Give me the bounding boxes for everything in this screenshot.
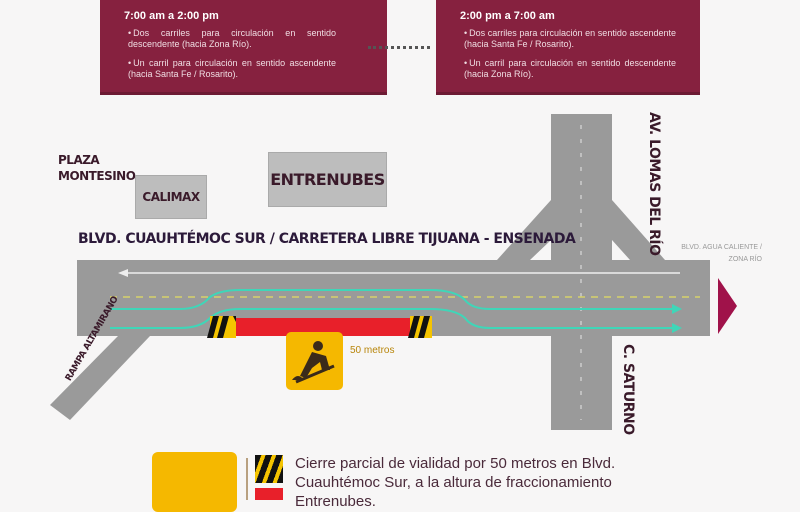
direction-arrow <box>718 278 737 334</box>
lane-arrow <box>110 308 675 329</box>
rampa-altamirano <box>50 336 150 420</box>
label-calimax: CALIMAX <box>135 175 207 219</box>
schedule-box-afternoon: 2:00 pm a 7:00 am Dos carriles para circ… <box>436 0 700 95</box>
dotted-connector <box>368 46 430 49</box>
legend-barrier-icon <box>255 455 283 483</box>
legend-divider <box>246 458 248 500</box>
road-map <box>50 114 737 430</box>
legend-worker-icon <box>152 452 237 512</box>
legend-text: Cierre parcial de vialidad por 50 metros… <box>295 455 616 510</box>
ramp-right-connector <box>612 200 665 260</box>
road-title: BLVD. CUAUHTÉMOC SUR / CARRETERA LIBRE T… <box>78 231 576 247</box>
label-lomas-del-rio: AV. LOMAS DEL RÍO <box>646 112 662 256</box>
cross-road <box>551 114 612 430</box>
ramp-left-connector <box>497 200 551 260</box>
schedule-box-morning: 7:00 am a 2:00 pm Dos carriles para circ… <box>100 0 387 95</box>
worker-icon <box>286 332 343 390</box>
schedule-item: Un carril para circulación en sentido de… <box>464 58 676 80</box>
road-closure-barrier <box>207 316 432 338</box>
label-saturno: C. SATURNO <box>620 344 636 435</box>
schedule-time: 7:00 am a 2:00 pm <box>124 10 219 22</box>
schedule-item: Un carril para circulación en sentido as… <box>128 58 336 80</box>
label-entrenubes: ENTRENUBES <box>268 152 387 207</box>
label-agua-caliente: BLVD. AGUA CALIENTE / ZONA RÍO <box>681 244 762 263</box>
legend-closure-icon <box>255 488 283 500</box>
distance-label: 50 metros <box>350 345 395 356</box>
schedule-time: 2:00 pm a 7:00 am <box>460 10 555 22</box>
schedule-item: Dos carriles para circulación en sentido… <box>128 28 336 50</box>
lane-arrow <box>110 289 675 310</box>
schedule-item: Dos carriles para circulación en sentido… <box>464 28 676 50</box>
label-plaza-montesino: PLAZA MONTESINO <box>58 153 136 183</box>
